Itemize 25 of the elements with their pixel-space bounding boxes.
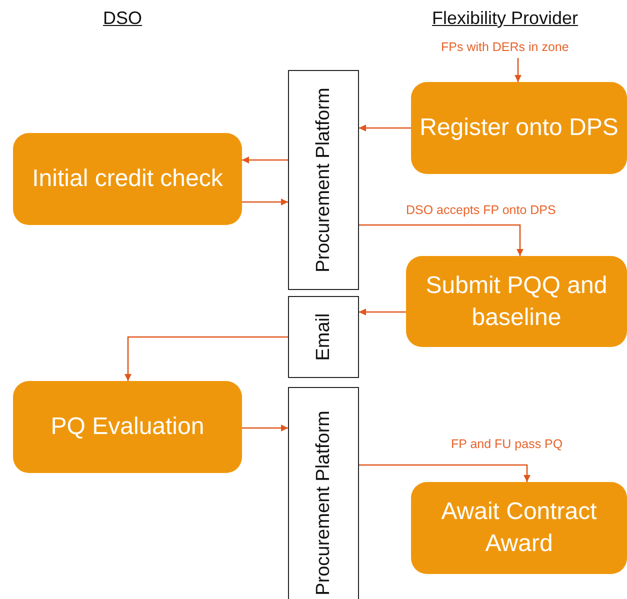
- vertical-process-box: [288, 387, 359, 599]
- edge-label: FPs with DERs in zone: [440, 40, 570, 54]
- arrow: [514, 58, 522, 82]
- column-heading: DSO: [103, 8, 142, 29]
- process-box: Await Contract Award: [411, 482, 627, 574]
- arrow: [242, 424, 288, 432]
- process-box: PQ Evaluation: [13, 381, 242, 473]
- arrow: [359, 308, 406, 316]
- vertical-process-box: [288, 296, 359, 378]
- edge-label: DSO accepts FP onto DPS: [405, 203, 557, 217]
- arrow: [124, 336, 288, 381]
- box-text: Procurement Platform: [312, 88, 334, 272]
- column-heading: Flexibility Provider: [432, 8, 578, 29]
- process-box: Submit PQQ and baseline: [406, 256, 627, 347]
- edge-label: FP and FU pass PQ: [450, 437, 564, 451]
- box-text: Procurement Platform: [312, 410, 334, 595]
- arrow: [359, 224, 524, 256]
- box-text: Email: [312, 313, 334, 361]
- arrow: [359, 124, 411, 132]
- arrow: [242, 156, 288, 164]
- vertical-process-box: [288, 70, 359, 290]
- arrow: [359, 464, 530, 482]
- process-box: Initial credit check: [13, 133, 242, 225]
- process-box: Register onto DPS: [411, 82, 627, 174]
- arrow: [242, 198, 288, 206]
